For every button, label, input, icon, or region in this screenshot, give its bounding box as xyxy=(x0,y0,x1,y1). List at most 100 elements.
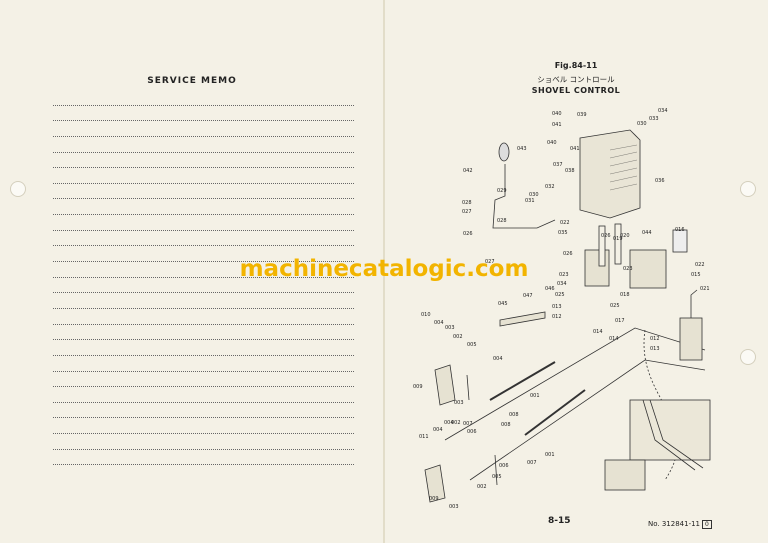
svg-text:028: 028 xyxy=(497,218,507,224)
valve-block-right xyxy=(629,249,667,289)
rod-020 xyxy=(614,223,622,265)
binder-hole-right-top xyxy=(740,181,756,197)
svg-text:035: 035 xyxy=(558,230,568,236)
memo-line xyxy=(53,387,354,403)
left-page xyxy=(10,181,26,197)
memo-line xyxy=(53,184,354,200)
svg-text:013: 013 xyxy=(650,346,660,352)
right-page xyxy=(384,0,768,543)
cylinder-016 xyxy=(672,229,688,253)
svg-text:025: 025 xyxy=(610,303,620,309)
memo-line xyxy=(53,90,354,106)
svg-text:008: 008 xyxy=(501,422,511,428)
memo-line xyxy=(53,403,354,419)
svg-text:015: 015 xyxy=(691,272,701,278)
svg-text:021: 021 xyxy=(700,286,710,292)
callout-labels: 040 041 039 034 033 030 040 041 043 037 … xyxy=(413,108,710,510)
link-plate-lower xyxy=(424,464,446,503)
svg-text:022: 022 xyxy=(560,220,570,226)
memo-line xyxy=(53,450,354,466)
svg-text:002: 002 xyxy=(451,420,461,426)
svg-text:039: 039 xyxy=(577,112,587,118)
svg-text:037: 037 xyxy=(553,162,563,168)
svg-text:036: 036 xyxy=(655,178,665,184)
svg-text:004: 004 xyxy=(444,420,454,426)
memo-line xyxy=(53,262,354,278)
svg-text:017: 017 xyxy=(615,318,625,324)
memo-line xyxy=(53,434,354,450)
svg-text:034: 034 xyxy=(658,108,668,114)
cable-001-right xyxy=(524,389,586,436)
svg-text:040: 040 xyxy=(547,140,557,146)
svg-text:004: 004 xyxy=(433,427,443,433)
svg-text:014: 014 xyxy=(593,329,603,335)
memo-line xyxy=(53,106,354,122)
memo-line xyxy=(53,153,354,169)
svg-text:038: 038 xyxy=(565,168,575,174)
binder-hole-right-bottom xyxy=(740,349,756,365)
memo-line xyxy=(53,137,354,153)
memo-line xyxy=(53,215,354,231)
svg-text:005: 005 xyxy=(467,342,477,348)
frame-lower-right xyxy=(629,399,711,461)
svg-text:033: 033 xyxy=(649,116,659,122)
memo-line xyxy=(53,199,354,216)
figure-title-en: SHOVEL CONTROL xyxy=(531,86,621,95)
housing-lower xyxy=(604,459,646,491)
svg-text:007: 007 xyxy=(527,460,537,466)
svg-text:006: 006 xyxy=(467,429,477,435)
svg-text:012: 012 xyxy=(552,314,562,320)
svg-text:009: 009 xyxy=(429,496,439,502)
cable-001-left xyxy=(489,361,556,401)
svg-text:003: 003 xyxy=(445,325,455,331)
memo-line xyxy=(53,325,354,341)
svg-text:012: 012 xyxy=(650,336,660,342)
memo-line xyxy=(53,309,354,325)
svg-text:022: 022 xyxy=(695,262,705,268)
shovel-control-parts-diagram: 040 041 039 034 033 030 040 041 043 037 … xyxy=(413,108,711,510)
svg-text:003: 003 xyxy=(454,400,464,406)
svg-text:041: 041 xyxy=(570,146,580,152)
document-number-text: No. 312841-11 xyxy=(648,520,701,528)
memo-line xyxy=(53,168,354,184)
binder-hole-left xyxy=(10,181,26,197)
memo-line xyxy=(53,372,354,388)
svg-text:019: 019 xyxy=(613,236,623,242)
svg-text:031: 031 xyxy=(525,198,535,204)
memo-line xyxy=(53,418,354,435)
svg-text:023: 023 xyxy=(559,272,569,278)
svg-text:025: 025 xyxy=(555,292,565,298)
lever-knob xyxy=(498,142,510,162)
svg-text:042: 042 xyxy=(463,168,473,174)
link-plate-009 xyxy=(434,364,456,406)
svg-text:001: 001 xyxy=(530,393,540,399)
svg-text:016: 016 xyxy=(675,227,685,233)
svg-text:026: 026 xyxy=(563,251,573,257)
figure-title-jp: ショベル コントロール xyxy=(537,75,615,84)
svg-text:005: 005 xyxy=(492,474,502,480)
svg-text:040: 040 xyxy=(552,111,562,117)
memo-line xyxy=(53,340,354,356)
svg-text:041: 041 xyxy=(552,122,562,128)
svg-text:045: 045 xyxy=(498,301,508,307)
svg-text:002: 002 xyxy=(453,334,463,340)
page-number: 8-15 xyxy=(548,516,571,526)
page-gutter xyxy=(383,0,385,543)
control-cable-lower xyxy=(469,359,706,481)
revision-mark: 0 xyxy=(702,520,712,529)
service-memo-title: SERVICE MEMO xyxy=(147,76,237,86)
svg-text:043: 043 xyxy=(517,146,527,152)
svg-text:009: 009 xyxy=(413,384,423,390)
svg-text:026: 026 xyxy=(601,233,611,239)
svg-text:026: 026 xyxy=(463,231,473,237)
memo-line xyxy=(53,231,354,247)
svg-text:018: 018 xyxy=(620,292,630,298)
svg-text:030: 030 xyxy=(529,192,539,198)
svg-text:023: 023 xyxy=(623,266,633,272)
svg-text:020: 020 xyxy=(620,233,630,239)
svg-text:013: 013 xyxy=(552,304,562,310)
memo-line xyxy=(53,278,354,294)
svg-text:046: 046 xyxy=(545,286,555,292)
svg-text:032: 032 xyxy=(545,184,555,190)
bracket-045 xyxy=(499,311,546,327)
